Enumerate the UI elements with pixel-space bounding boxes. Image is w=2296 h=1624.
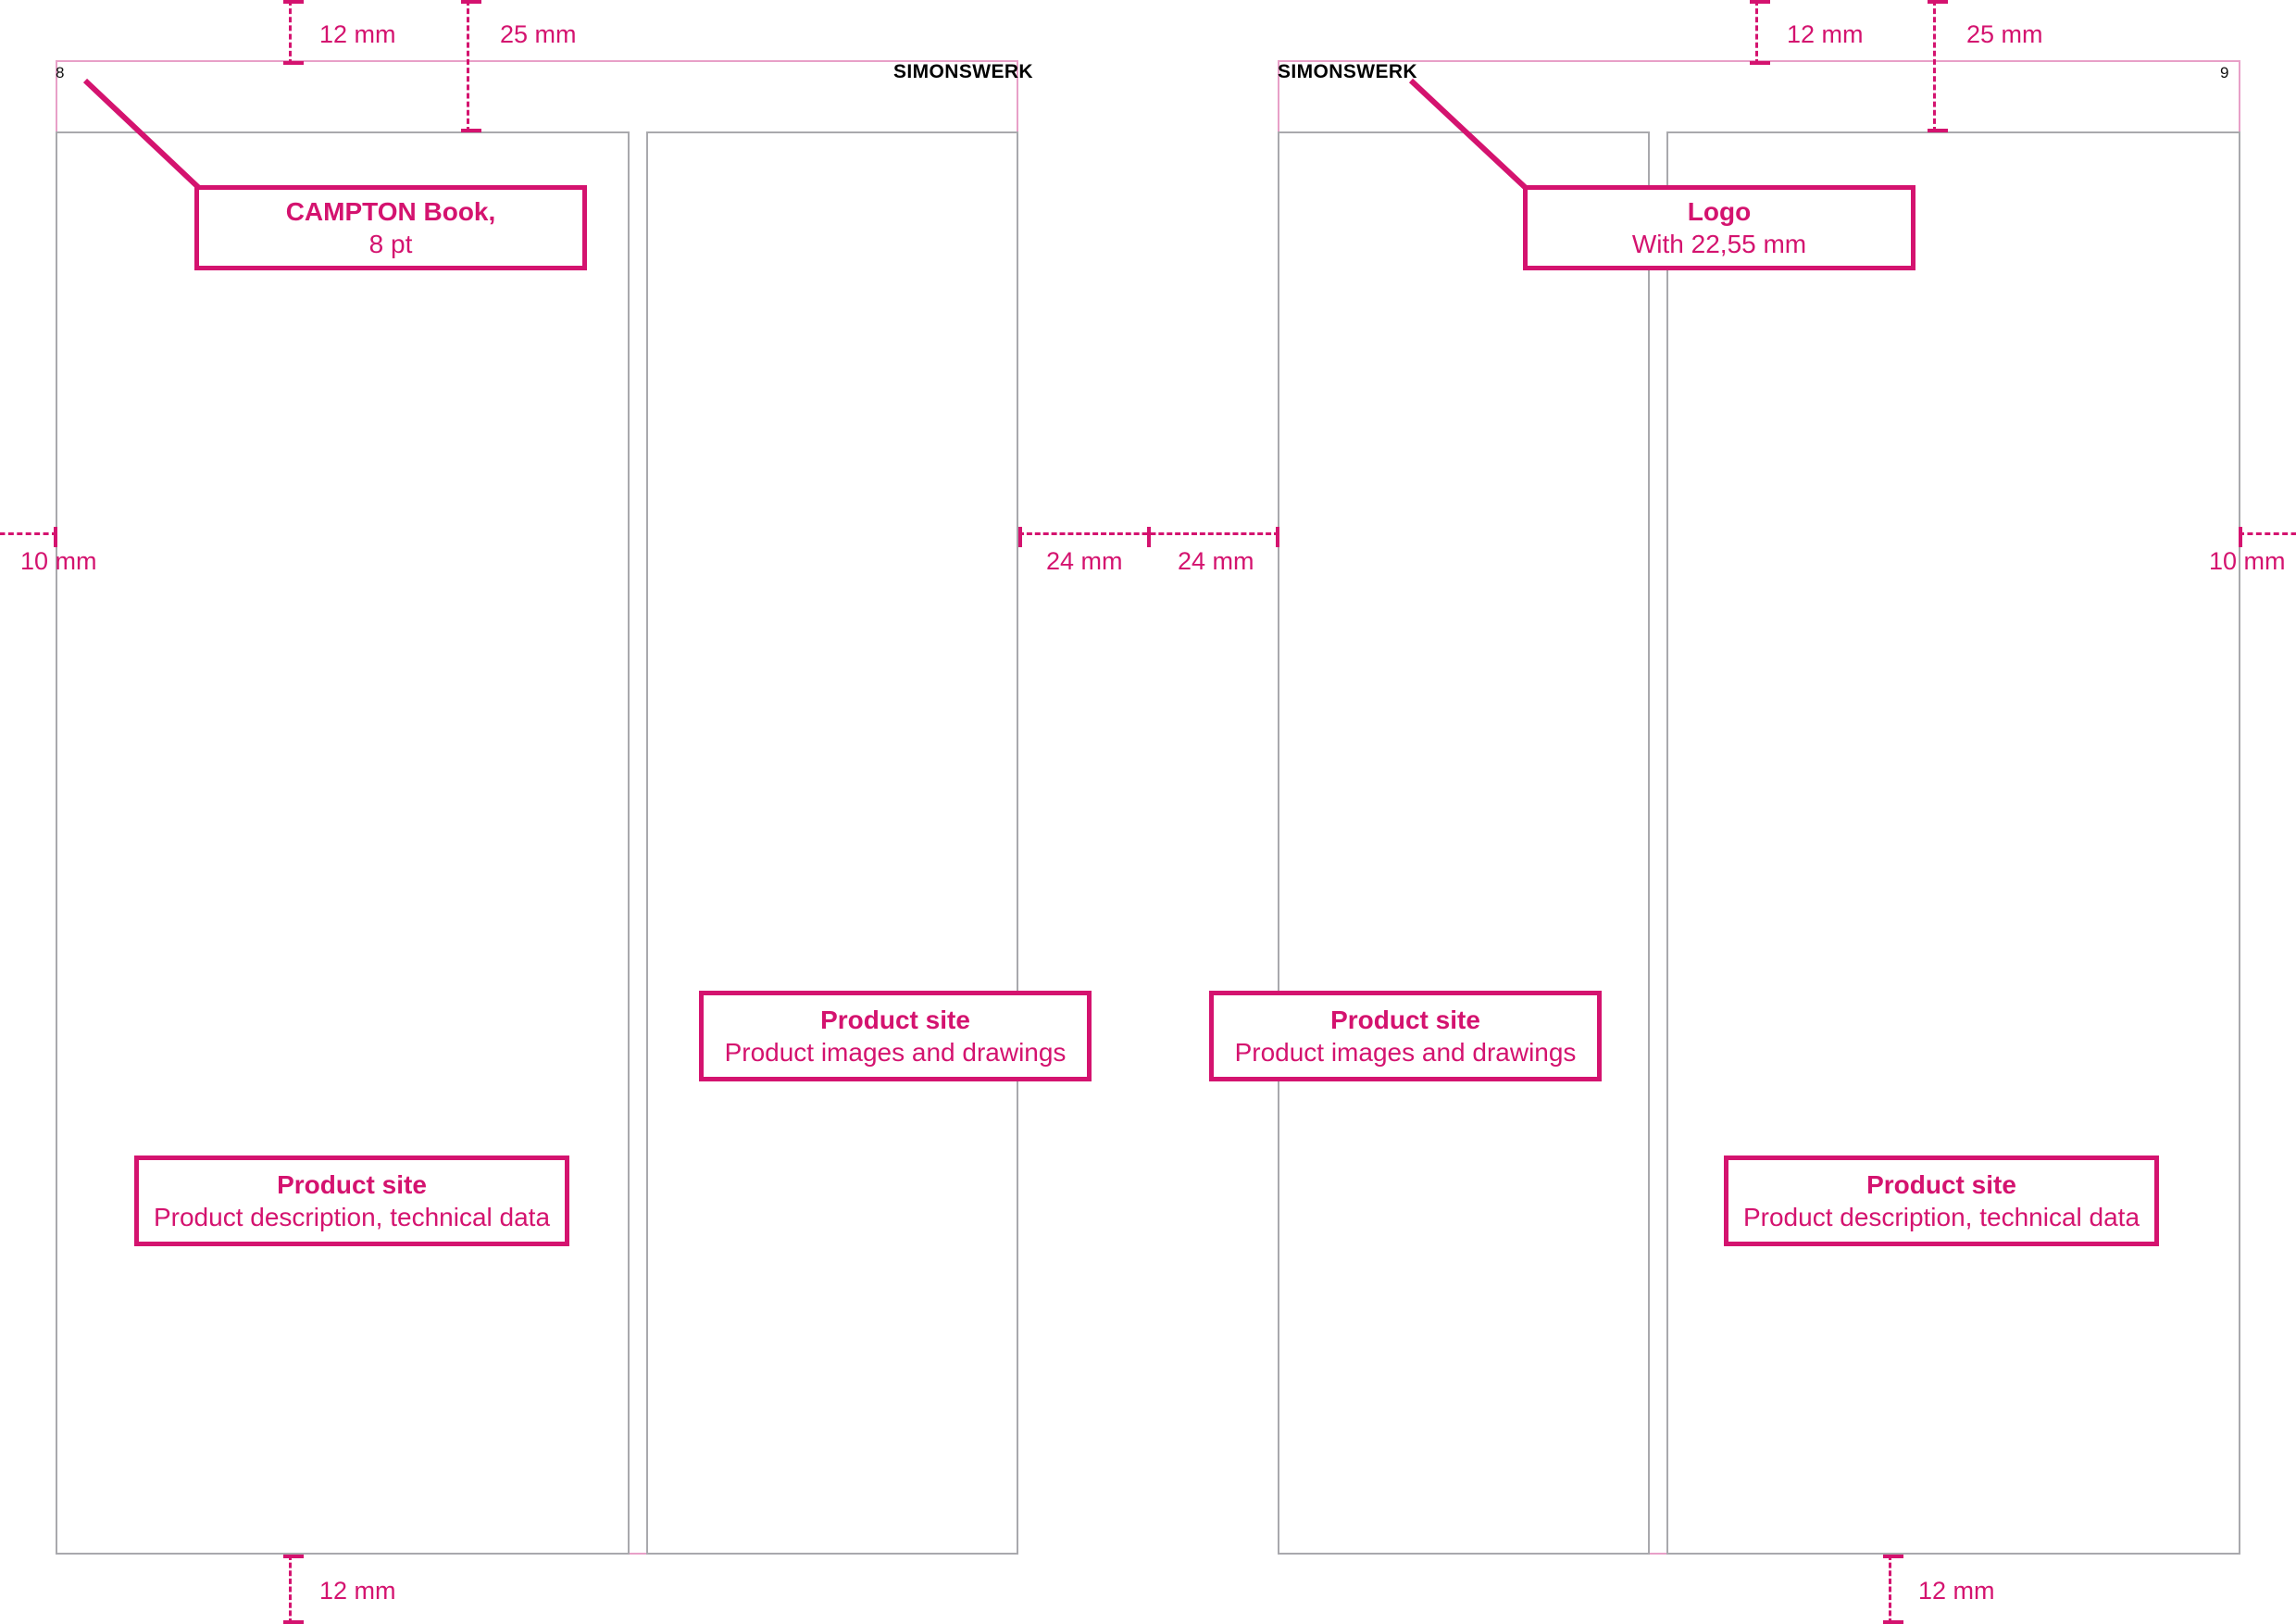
- callout-typeface-title: CAMPTON Book,: [285, 197, 496, 226]
- dim-cap: [54, 526, 57, 547]
- callout-right-product-description-detail: Product description, technical data: [1742, 1203, 2140, 1231]
- dim-line-top-left-25mm: [460, 0, 481, 132]
- right-page-brand-wordmark: SIMONSWERK: [1278, 61, 1417, 82]
- dim-cap: [1749, 0, 1770, 4]
- dim-line-top-right-25mm: [1927, 0, 1948, 132]
- dim-cap: [2239, 526, 2242, 547]
- right-page-content-column-1: [1278, 131, 1650, 1555]
- dim-label-gutter-right-24mm: 24 mm: [1178, 547, 1254, 575]
- dim-cap: [1882, 1555, 1903, 1558]
- dim-line-bottom-left-12mm: [282, 1555, 304, 1624]
- callout-right-product-description[interactable]: Product site Product description, techni…: [1724, 1156, 2159, 1246]
- dim-cap: [460, 0, 481, 4]
- left-page-content-column-2: [646, 131, 1018, 1555]
- left-page-frame: [56, 60, 1018, 1555]
- dim-label-bottom-left-12mm: 12 mm: [319, 1577, 396, 1605]
- left-page-brand-wordmark: SIMONSWERK: [893, 61, 1033, 82]
- dim-cap-center: [1147, 526, 1151, 547]
- dim-label-top-left-12mm: 12 mm: [319, 20, 396, 48]
- dim-cap: [282, 1555, 304, 1558]
- dim-cap: [1276, 526, 1279, 547]
- dim-cap: [460, 129, 481, 132]
- dim-line-left-10mm: [0, 526, 57, 547]
- callout-right-product-images-detail: Product images and drawings: [1234, 1038, 1577, 1067]
- right-page-frame: [1278, 60, 2240, 1555]
- dim-label-gutter-left-24mm: 24 mm: [1046, 547, 1123, 575]
- dim-cap: [1882, 1620, 1903, 1624]
- callout-left-product-description[interactable]: Product site Product description, techni…: [134, 1156, 569, 1246]
- callout-logo-title: Logo: [1687, 197, 1752, 226]
- dim-cap: [282, 61, 304, 65]
- callout-logo-detail: With 22,55 mm: [1631, 230, 1807, 258]
- callout-right-product-images[interactable]: Product site Product images and drawings: [1209, 991, 1602, 1081]
- dim-cap: [1927, 0, 1948, 4]
- right-page-content-column-2: [1666, 131, 2240, 1555]
- callout-left-product-images-title: Product site: [820, 1006, 970, 1034]
- left-page-content-column-1: [56, 131, 630, 1555]
- dim-label-bottom-right-12mm: 12 mm: [1918, 1577, 1995, 1605]
- dim-label-top-left-25mm: 25 mm: [500, 20, 577, 48]
- dim-line-top-left-12mm: [282, 0, 304, 65]
- callout-left-product-images-detail: Product images and drawings: [724, 1038, 1067, 1067]
- dim-cap: [1018, 526, 1022, 547]
- callout-right-product-images-title: Product site: [1330, 1006, 1480, 1034]
- right-page-number: 9: [2220, 64, 2229, 81]
- dim-cap: [282, 1620, 304, 1624]
- callout-typeface-detail: 8 pt: [368, 230, 413, 258]
- left-page-number: 8: [56, 64, 65, 81]
- dim-cap: [1749, 61, 1770, 65]
- callout-right-product-description-title: Product site: [1866, 1170, 2016, 1199]
- callout-left-product-description-detail: Product description, technical data: [153, 1203, 551, 1231]
- callout-left-product-images[interactable]: Product site Product images and drawings: [699, 991, 1092, 1081]
- dim-cap: [1927, 129, 1948, 132]
- dim-line-gutter-24mm: [1018, 526, 1279, 547]
- dim-line-top-right-12mm: [1749, 0, 1770, 65]
- dim-label-left-10mm: 10 mm: [20, 547, 97, 575]
- dim-line-bottom-right-12mm: [1882, 1555, 1903, 1624]
- dim-cap: [282, 0, 304, 4]
- callout-typeface[interactable]: CAMPTON Book, 8 pt: [194, 185, 587, 270]
- dim-label-top-right-25mm: 25 mm: [1966, 20, 2043, 48]
- dim-label-right-10mm: 10 mm: [2209, 547, 2286, 575]
- dim-line-right-10mm: [2239, 526, 2296, 547]
- callout-left-product-description-title: Product site: [277, 1170, 427, 1199]
- dim-label-top-right-12mm: 12 mm: [1787, 20, 1864, 48]
- callout-logo[interactable]: Logo With 22,55 mm: [1523, 185, 1915, 270]
